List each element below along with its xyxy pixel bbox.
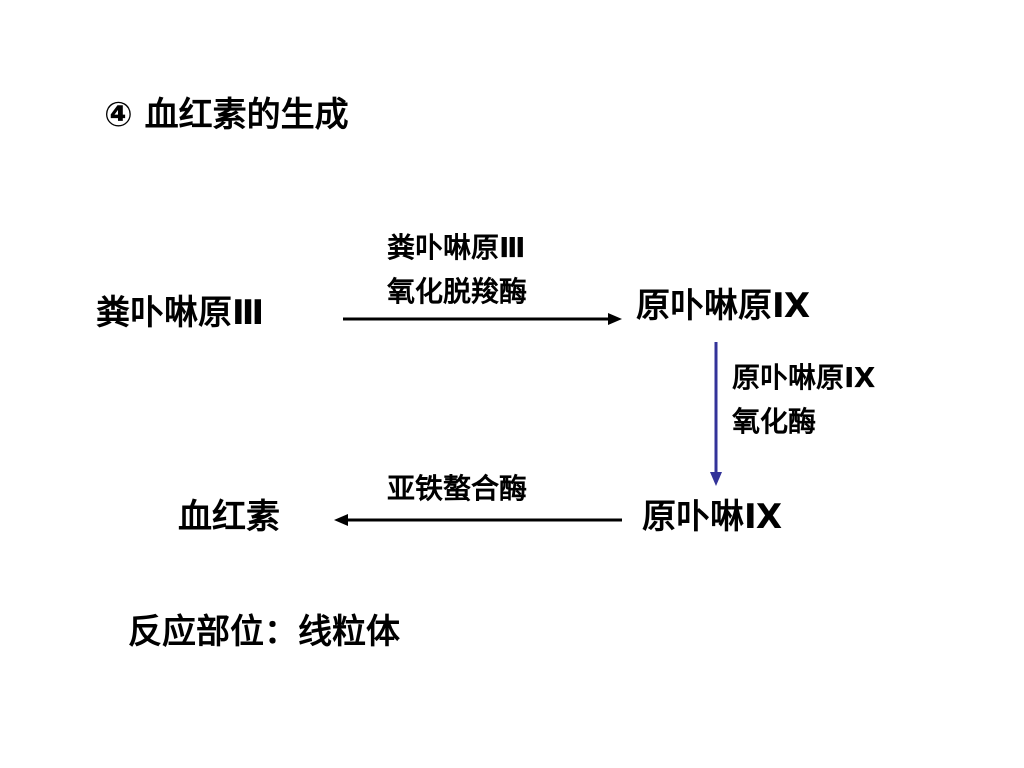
node-coproporphyrinogen-iii: 粪卟啉原Ⅲ [96, 293, 265, 333]
enzyme-protoporphyrinogen-oxidase: 原卟啉原Ⅸ 氧化酶 [732, 356, 875, 444]
arrow-left [334, 514, 622, 526]
reaction-location: 反应部位：线粒体 [128, 612, 400, 652]
arrow-down [710, 342, 722, 486]
enzyme-coproporphyrinogen-oxidase: 粪卟啉原Ⅲ 氧化脱羧酶 [387, 226, 527, 314]
node-protoporphyrin-ix: 原卟啉Ⅸ [642, 497, 783, 537]
enzyme-label-line: 亚铁螯合酶 [387, 472, 528, 505]
node-protoporphyrinogen-ix: 原卟啉原Ⅸ [636, 286, 811, 326]
enzyme-label-line: 粪卟啉原Ⅲ [387, 231, 526, 264]
enzyme-label-line: 原卟啉原Ⅸ [732, 361, 876, 394]
node-heme: 血红素 [178, 497, 280, 537]
enzyme-label-line: 氧化酶 [732, 405, 817, 438]
slide-title: ④ 血红素的生成 [104, 95, 349, 135]
enzyme-ferrochelatase: 亚铁螯合酶 [387, 467, 527, 511]
enzyme-label-line: 氧化脱羧酶 [387, 275, 528, 308]
arrow-right [343, 313, 622, 325]
